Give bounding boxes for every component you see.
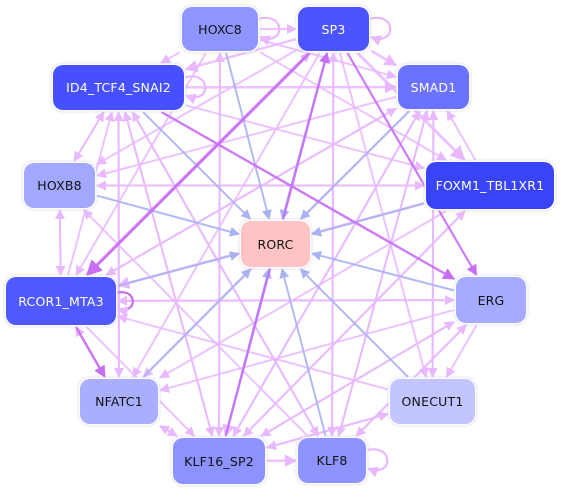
node-rorc[interactable]: RORC (241, 221, 310, 267)
edge-hoxb8-id4 (73, 111, 105, 162)
edge-rcor1-nfatc1 (74, 326, 106, 379)
edge-klf8-rorc (279, 268, 327, 437)
edge-sp3-rcor1 (85, 51, 311, 277)
edge-erg-rcor1 (117, 295, 455, 306)
edge-sp3-erg (346, 52, 478, 276)
node-onecut1[interactable]: ONECUT1 (390, 379, 475, 424)
edge-nfatc1-rorc (142, 268, 252, 378)
edge-klf16-erg (260, 321, 455, 437)
node-foxm1-tbl1xr1[interactable]: FOXM1_TBL1XR1 (426, 162, 554, 209)
edge-rcor1-rorc (117, 251, 240, 287)
node-hoxb8[interactable]: HOXB8 (24, 163, 95, 208)
edge-rcor1-hoxb8 (54, 209, 65, 276)
edge-foxm1-smad1 (446, 110, 477, 161)
edge-sp3-nfatc1 (132, 52, 321, 378)
edge-foxm1-rorc (311, 202, 425, 237)
node-hoxc8[interactable]: HOXC8 (182, 7, 258, 51)
self-loop-sp3 (368, 16, 392, 46)
self-loop-id4 (183, 75, 207, 105)
edge-klf8-sp3 (328, 52, 339, 437)
edge-klf16-smad1 (232, 110, 421, 437)
edge-id4-erg (160, 110, 456, 280)
edge-hoxc8-rorc (225, 52, 272, 220)
edge-klf16-id4 (122, 111, 214, 437)
node-nfatc1[interactable]: NFATC1 (80, 379, 158, 424)
edge-klf16-onecut1 (266, 411, 389, 449)
edge-onecut1-rorc (299, 268, 409, 378)
edge-klf8-id4 (131, 111, 319, 437)
edge-onecut1-rcor1 (117, 313, 389, 391)
edge-smad1-hoxb8 (96, 95, 397, 179)
self-loop-hoxc8 (257, 16, 281, 46)
edge-erg-nfatc1 (159, 309, 455, 393)
edge-hoxb8-rorc (96, 194, 240, 237)
edge-rcor1-smad1 (105, 107, 397, 276)
node-id4-tcf4-snai2[interactable]: ID4_TCF4_SNAI2 (53, 65, 184, 110)
node-rcor1-mta3[interactable]: RCOR1_MTA3 (6, 277, 116, 325)
edge-sp3-smad1 (370, 49, 398, 67)
node-klf16-sp2[interactable]: KLF16_SP2 (173, 438, 265, 484)
edge-foxm1-nfatc1 (159, 210, 447, 379)
node-smad1[interactable]: SMAD1 (398, 65, 469, 109)
node-klf8[interactable]: KLF8 (298, 438, 366, 483)
node-erg[interactable]: ERG (456, 277, 526, 323)
edge-smad1-rorc (299, 110, 411, 220)
self-loop-klf8 (365, 448, 389, 478)
self-loop-rcor1 (115, 291, 134, 318)
edge-klf16-hoxc8 (214, 52, 225, 437)
edge-erg-rorc (311, 250, 455, 292)
node-sp3[interactable]: SP3 (298, 7, 369, 51)
edge-klf16-nfatc1 (159, 425, 178, 437)
edge-hoxc8-id4 (160, 51, 181, 64)
edge-erg-onecut1 (445, 324, 478, 378)
